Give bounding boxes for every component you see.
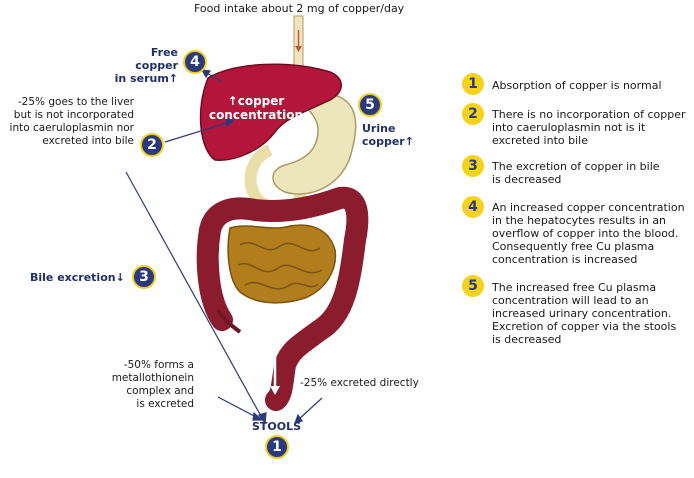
legend-4-line-5: concentration is increased	[492, 253, 638, 266]
large-intestine	[196, 186, 369, 411]
arrow-note-to-liver-head	[225, 117, 235, 128]
copper-conc-line-2: concentration	[208, 108, 304, 122]
food-arrow-head	[295, 46, 302, 52]
arrow-note-to-liver	[164, 121, 231, 143]
arrow-direct-to-stools-head	[294, 413, 303, 424]
metallothionein-line-2: metallothionein	[111, 372, 194, 384]
legend-badge-4: 4	[462, 196, 484, 218]
arrow-note-to-stools-head	[257, 412, 267, 425]
legend-4-line-3: overflow of copper into the blood.	[492, 227, 679, 240]
legend-badge-3: 3	[462, 155, 484, 177]
liver-note-line-4: excreted into bile	[42, 135, 134, 147]
legend-5-line-3: increased urinary concentration.	[492, 307, 672, 320]
stomach	[272, 92, 357, 195]
legend-5-line-5: is decreased	[492, 333, 562, 346]
liver-note: -25% goes to the liver but is not incorp…	[2, 96, 134, 148]
liver-note-line-3: into caeruloplasmin nor	[9, 122, 134, 134]
stools-label: STOOLS	[252, 420, 302, 433]
small-intestine-loops	[237, 242, 323, 290]
badge-4-free-copper: 4	[183, 50, 207, 74]
legend-4-line-2: in the hepatocytes results in an	[492, 214, 667, 227]
liver-note-line-1: -25% goes to the liver	[17, 96, 134, 108]
legend-5-line-4: Excretion of copper via the stools	[492, 320, 677, 333]
liver	[199, 63, 342, 161]
legend-item-5: The increased free Cu plasma concentrati…	[492, 281, 692, 346]
metallothionein-line-4: is excreted	[136, 398, 194, 410]
legend-badge-2: 2	[462, 103, 484, 125]
legend-badge-1: 1	[462, 73, 484, 95]
food-intake-label: Food intake about 2 mg of copper/day	[194, 2, 405, 15]
metallothionein-line-3: complex and	[126, 385, 194, 397]
legend-3-line-1: The excretion of copper in bile	[492, 160, 660, 173]
legend-4-line-4: Consequently free Cu plasma	[492, 240, 655, 253]
legend-2-line-1: There is no incorporation of copper	[492, 108, 686, 121]
legend-item-1: Absorption of copper is normal	[492, 79, 692, 92]
legend-item-4: An increased copper concentration in the…	[492, 201, 692, 266]
badge-2-liver: 2	[140, 133, 164, 157]
arrow-metallothionein-to-stools	[217, 396, 259, 419]
copper-conc-line-1: ↑copper	[227, 94, 285, 108]
legend-4-line-1: An increased copper concentration	[492, 201, 685, 214]
legend-5-line-1: The increased free Cu plasma	[492, 281, 657, 294]
legend-1-line-1: Absorption of copper is normal	[492, 79, 662, 92]
liver-note-line-2: but is not incorporated	[13, 109, 134, 121]
bile-excretion-label: Bile excretion↓	[30, 271, 125, 284]
urine-line-1: Urine	[362, 122, 396, 135]
urine-line-2: copper↑	[362, 135, 414, 148]
legend-3-line-2: is decreased	[492, 173, 562, 186]
metallothionein-line-1: -50% forms a	[123, 359, 194, 371]
free-copper-line-2: in serum↑	[114, 72, 178, 85]
appendix	[216, 308, 242, 334]
legend-item-2: There is no incorporation of copper into…	[492, 108, 692, 147]
arrow-liver-to-serum-head	[200, 69, 212, 79]
legend-badge-5: 5	[462, 275, 484, 297]
badge-1-stools: 1	[265, 435, 289, 459]
free-copper-label: Free copper in serum↑	[108, 46, 178, 85]
legend-5-line-2: concentration will lead to an	[492, 294, 649, 307]
legend-2-line-3: excreted into bile	[492, 134, 588, 147]
urine-copper-label: Urine copper↑	[362, 122, 414, 148]
legend-2-line-2: into caeruloplasmin not is it	[492, 121, 646, 134]
rectum-arrow-head	[270, 386, 280, 395]
badge-5-urine: 5	[358, 93, 382, 117]
arrow-direct-to-stools	[297, 397, 323, 421]
copper-concentration-label: ↑copper concentration	[208, 94, 304, 122]
free-copper-line-1: Free copper	[135, 46, 178, 72]
excreted-directly-label: -25% excreted directly	[300, 377, 419, 389]
legend-item-3: The excretion of copper in bile is decre…	[492, 160, 692, 186]
badge-3-bile: 3	[132, 265, 156, 289]
arrow-note-to-stools	[125, 171, 263, 419]
metallothionein-note: -50% forms a metallothionein complex and…	[100, 359, 194, 411]
arrow-metallothionein-to-stools-head	[252, 411, 264, 421]
